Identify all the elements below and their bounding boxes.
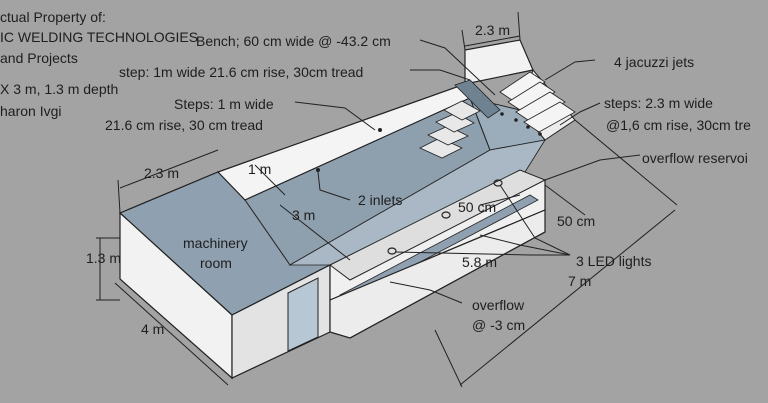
dim-room-length: 4 m bbox=[141, 321, 164, 337]
led-light-1-icon bbox=[387, 247, 397, 255]
steps-right-label-1: steps: 2.3 m wide bbox=[604, 95, 713, 111]
credit-line-5: haron Ivgi bbox=[0, 103, 61, 119]
overflow-reservoir-label: overflow reservoi bbox=[642, 150, 748, 166]
credit-line-4: X 3 m, 1.3 m depth bbox=[0, 81, 118, 97]
dim-reservoir-b: 50 cm bbox=[557, 213, 595, 229]
machinery-label-2: room bbox=[200, 255, 232, 271]
machinery-room-door bbox=[287, 277, 319, 352]
overflow-label-1: overflow bbox=[472, 297, 525, 313]
dim-one-m: 1 m bbox=[248, 161, 271, 177]
jet-2-icon bbox=[514, 118, 518, 122]
dim-room-width: 2.3 m bbox=[144, 165, 179, 181]
dim-total-length: 7 m bbox=[568, 273, 591, 289]
dim-reservoir-length: 5.8 m bbox=[462, 254, 497, 270]
jet-3-icon bbox=[526, 125, 530, 129]
inlet-1-icon bbox=[316, 168, 320, 172]
credit-line-2: IC WELDING TECHNOLOGIES bbox=[0, 29, 198, 45]
steps-right-label-2: @1,6 cm rise, 30cm tre bbox=[606, 117, 751, 133]
step-top-label: step: 1m wide 21.6 cm rise, 30cm tread bbox=[119, 64, 363, 80]
led-lights bbox=[387, 179, 503, 255]
led-light-2-icon bbox=[441, 211, 451, 219]
jet-4-icon bbox=[538, 132, 542, 136]
overflow-label-2: @ -3 cm bbox=[472, 317, 525, 333]
steps-label-1: Steps: 1 m wide bbox=[174, 96, 274, 112]
led-label: 3 LED lights bbox=[576, 253, 651, 269]
dim-depth-left: 1.3 m bbox=[86, 250, 121, 266]
dim-reservoir-a: 50 cm bbox=[458, 199, 496, 215]
credit-line-3: and Projects bbox=[0, 50, 78, 66]
steps-label-2: 21.6 cm rise, 30 cm tread bbox=[105, 117, 263, 133]
steps-right bbox=[499, 71, 576, 133]
steps-left bbox=[419, 100, 481, 159]
inlets bbox=[316, 128, 382, 172]
dim-top-width: 2.3 m bbox=[475, 22, 510, 38]
dimension-lines bbox=[96, 11, 678, 388]
bench-label: Bench; 60 cm wide @ -43.2 cm bbox=[196, 33, 391, 49]
pool-floor bbox=[288, 139, 546, 266]
machinery-label-1: machinery bbox=[183, 235, 248, 251]
credit-line-1: ctual Property of: bbox=[0, 9, 106, 25]
jacuzzi-jets bbox=[500, 112, 542, 136]
text-labels: ctual Property of: IC WELDING TECHNOLOGI… bbox=[0, 9, 751, 337]
dim-pool-width: 3 m bbox=[292, 207, 315, 223]
inlet-2-icon bbox=[378, 128, 382, 132]
bench bbox=[454, 79, 501, 119]
led-light-3-icon bbox=[493, 179, 503, 187]
jet-1-icon bbox=[500, 112, 504, 116]
inlets-label: 2 inlets bbox=[358, 192, 402, 208]
jacuzzi-label: 4 jacuzzi jets bbox=[614, 54, 694, 70]
